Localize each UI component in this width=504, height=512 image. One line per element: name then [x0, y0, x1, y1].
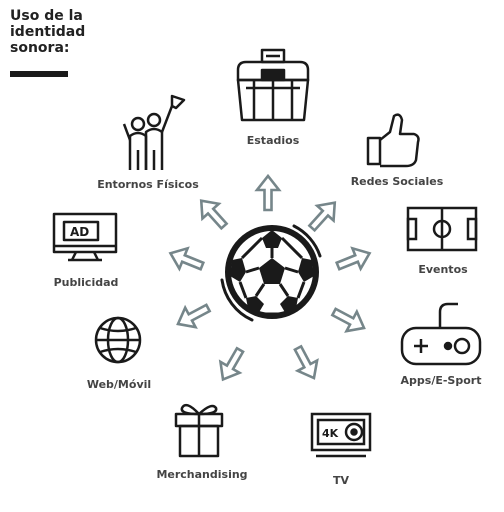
title-line-2: identidad	[10, 24, 86, 40]
football-field-icon	[406, 206, 478, 252]
globe-icon	[94, 316, 142, 364]
arrow-estadios	[255, 174, 281, 212]
title-line-3: sonora:	[10, 40, 70, 56]
arrow-merchandising	[212, 343, 251, 387]
arrow-publicidad	[165, 241, 208, 278]
arrow-entornos-fisicos	[191, 192, 234, 235]
billboard-ad-icon: AD	[52, 212, 118, 262]
label-web-movil: Web/Móvil	[86, 378, 152, 391]
fans-flag-icon	[122, 94, 186, 170]
tv-4k-icon: 4K	[310, 412, 372, 458]
label-tv: TV	[332, 474, 350, 487]
title-line-1: Uso de la	[10, 8, 83, 24]
tv-4k-text: 4K	[322, 427, 339, 440]
label-entornos-fisicos: Entornos Físicos	[97, 178, 199, 191]
arrow-web-movil	[171, 296, 215, 335]
label-merchandising: Merchandising	[156, 468, 248, 481]
diagram-title: Uso de la identidad sonora:	[10, 8, 85, 56]
gamepad-icon	[400, 302, 482, 366]
ad-text: AD	[70, 225, 89, 239]
stadium-icon	[236, 48, 310, 122]
arrow-tv	[286, 341, 325, 385]
label-estadios: Estadios	[246, 134, 300, 147]
arrow-redes-sociales	[302, 194, 345, 237]
arrow-eventos	[332, 241, 375, 278]
label-apps-esport: Apps/E-Sport	[400, 374, 482, 387]
label-eventos: Eventos	[418, 263, 468, 276]
gift-box-icon	[174, 403, 224, 458]
arrow-apps	[327, 300, 371, 339]
label-publicidad: Publicidad	[53, 276, 119, 289]
thumbs-up-icon	[366, 113, 420, 168]
label-redes-sociales: Redes Sociales	[350, 175, 444, 188]
title-underline	[10, 71, 68, 77]
soccer-ball-icon	[220, 224, 322, 322]
